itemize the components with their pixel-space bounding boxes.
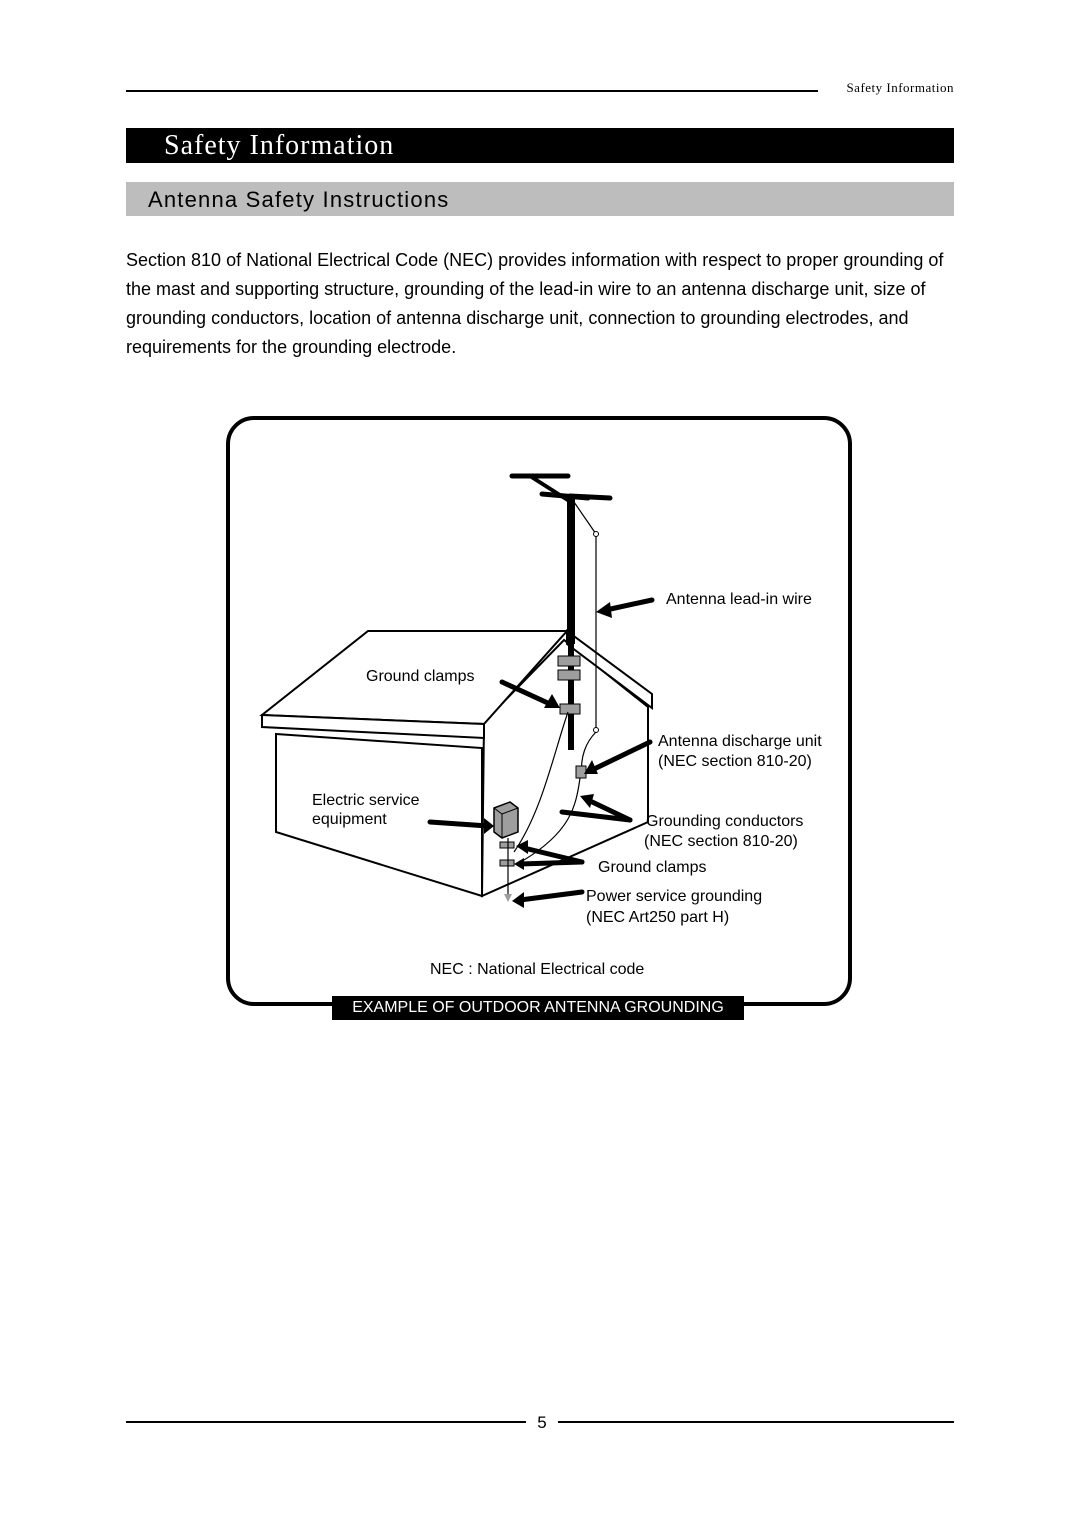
label-ground-clamps-bottom: Ground clamps [598,859,707,876]
label-grounding-conductors: Grounding conductors [646,813,804,830]
label-lead-in-wire: Antenna lead-in wire [666,591,812,608]
label-power-service-grounding: Power service grounding [586,888,763,905]
label-grounding-conductors-ref: (NEC section 810-20) [644,833,798,850]
running-header: Safety Information [846,80,954,95]
section-title: Safety Information [164,130,395,161]
footer-rule-right [558,1421,954,1423]
body-paragraph: Section 810 of National Electrical Code … [126,250,944,357]
section-title-bar: Safety Information [126,128,954,163]
page-number: 5 [537,1413,547,1432]
label-ground-clamps-top: Ground clamps [366,668,475,685]
diagram-caption: EXAMPLE OF OUTDOOR ANTENNA GROUNDING [332,996,744,1020]
subsection-title-bar: Antenna Safety Instructions [126,182,954,216]
label-power-service-ref: (NEC Art250 part H) [586,909,730,926]
label-nec-note: NEC : National Electrical code [430,961,645,978]
header-rule [126,90,818,92]
antenna-grounding-diagram: Antenna lead-in wire Ground clamps Anten… [224,412,854,1027]
label-electric-service-line1: Electric service [312,792,420,809]
subsection-title: Antenna Safety Instructions [148,187,450,212]
label-electric-service-line2: equipment [312,811,387,828]
label-discharge-unit: Antenna discharge unit [658,733,822,750]
footer-rule-left [126,1421,526,1423]
label-discharge-unit-ref: (NEC section 810-20) [658,753,812,770]
antenna-grounding-illustration [226,416,852,1006]
